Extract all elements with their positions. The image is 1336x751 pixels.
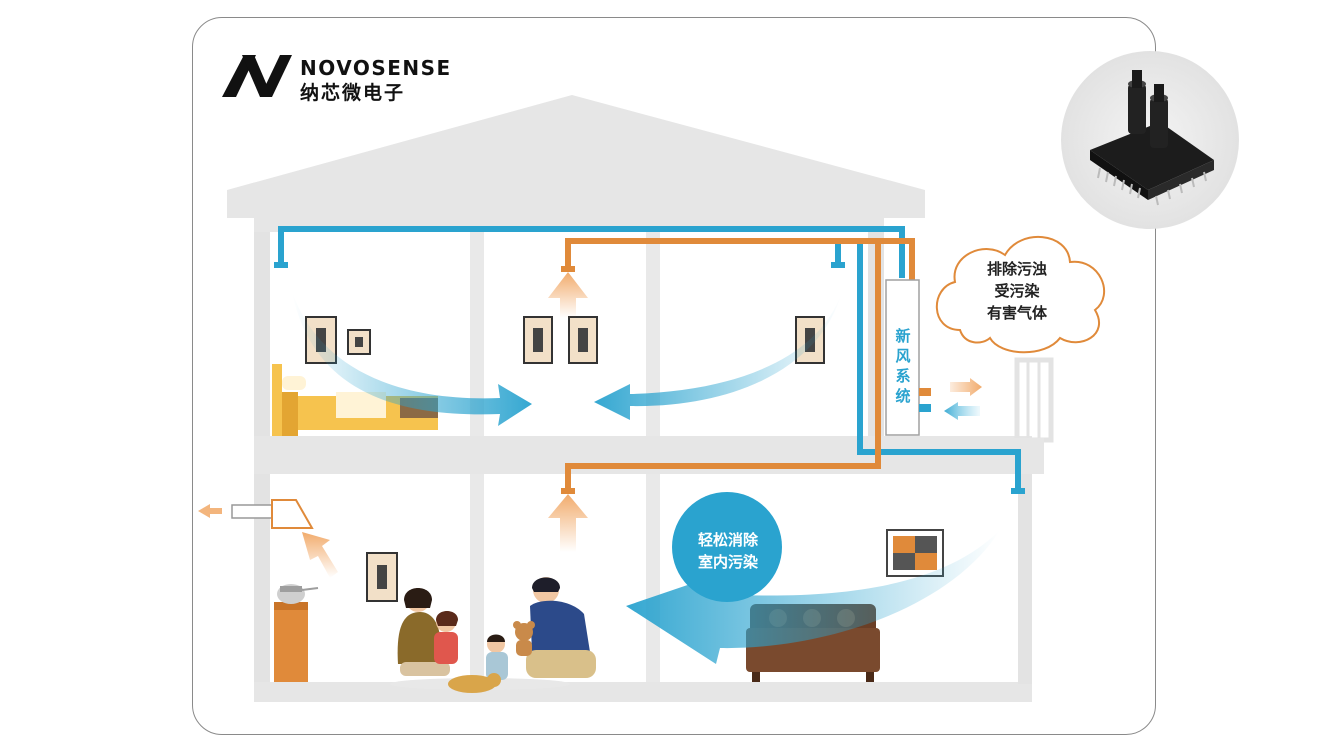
cloud-line: 排除污浊 xyxy=(986,260,1047,278)
bubble-line: 轻松消除 xyxy=(697,531,758,549)
exhaust-arrow-upper-middle xyxy=(548,272,588,318)
cloud-line: 有害气体 xyxy=(986,304,1047,322)
cloud-caption: 排除污浊 受污染 有害气体 xyxy=(972,258,1062,324)
brand-name-cn: 纳芯微电子 xyxy=(300,82,406,104)
intake-in-arrow xyxy=(944,402,980,420)
cloud-line: 受污染 xyxy=(994,282,1040,300)
fresh-air-char: 系 xyxy=(895,367,911,385)
hood-exhaust-arrow xyxy=(198,504,222,518)
partition-upper-2 xyxy=(646,232,660,436)
cooking-fumes-arrow xyxy=(302,532,338,578)
house-wall-right-lower xyxy=(1018,474,1032,684)
fresh-air-char: 风 xyxy=(895,347,911,365)
checkered-picture xyxy=(886,529,944,577)
exhaust-arrow-lower-middle xyxy=(548,494,588,552)
airflow-arrow-lower xyxy=(626,530,1000,664)
exhaust-out-arrow xyxy=(950,378,982,396)
fresh-air-system-label: 新 风 系 统 xyxy=(893,326,913,406)
fresh-air-unit xyxy=(885,279,920,436)
stove xyxy=(274,584,319,682)
partition-lower-1 xyxy=(470,474,484,682)
info-bubble xyxy=(672,492,782,602)
partition-lower-2 xyxy=(646,474,660,682)
airflow-arrow-upper-left xyxy=(292,292,532,426)
bubble-line: 室内污染 xyxy=(697,553,758,571)
orange-exhaust-duct xyxy=(565,238,915,490)
pressure-sensor-chip-icon xyxy=(1061,51,1239,229)
novosense-logo-icon xyxy=(222,55,292,97)
airflow-arrow-upper-right xyxy=(594,292,842,420)
fresh-air-char: 统 xyxy=(895,387,911,405)
cloud-icon xyxy=(935,235,1106,354)
fresh-air-char: 新 xyxy=(895,327,911,345)
brand-logo: NOVOSENSE 纳芯微电子 xyxy=(222,53,450,104)
kitchen-hood xyxy=(231,499,314,529)
bubble-caption: 轻松消除 室内污染 xyxy=(673,529,783,573)
roof xyxy=(227,95,925,218)
brand-name-en: NOVOSENSE xyxy=(300,56,452,80)
partition-upper-1 xyxy=(470,232,484,436)
house-ground xyxy=(254,682,1032,702)
family-illustration xyxy=(390,577,596,693)
balcony-rail xyxy=(1014,357,1054,443)
